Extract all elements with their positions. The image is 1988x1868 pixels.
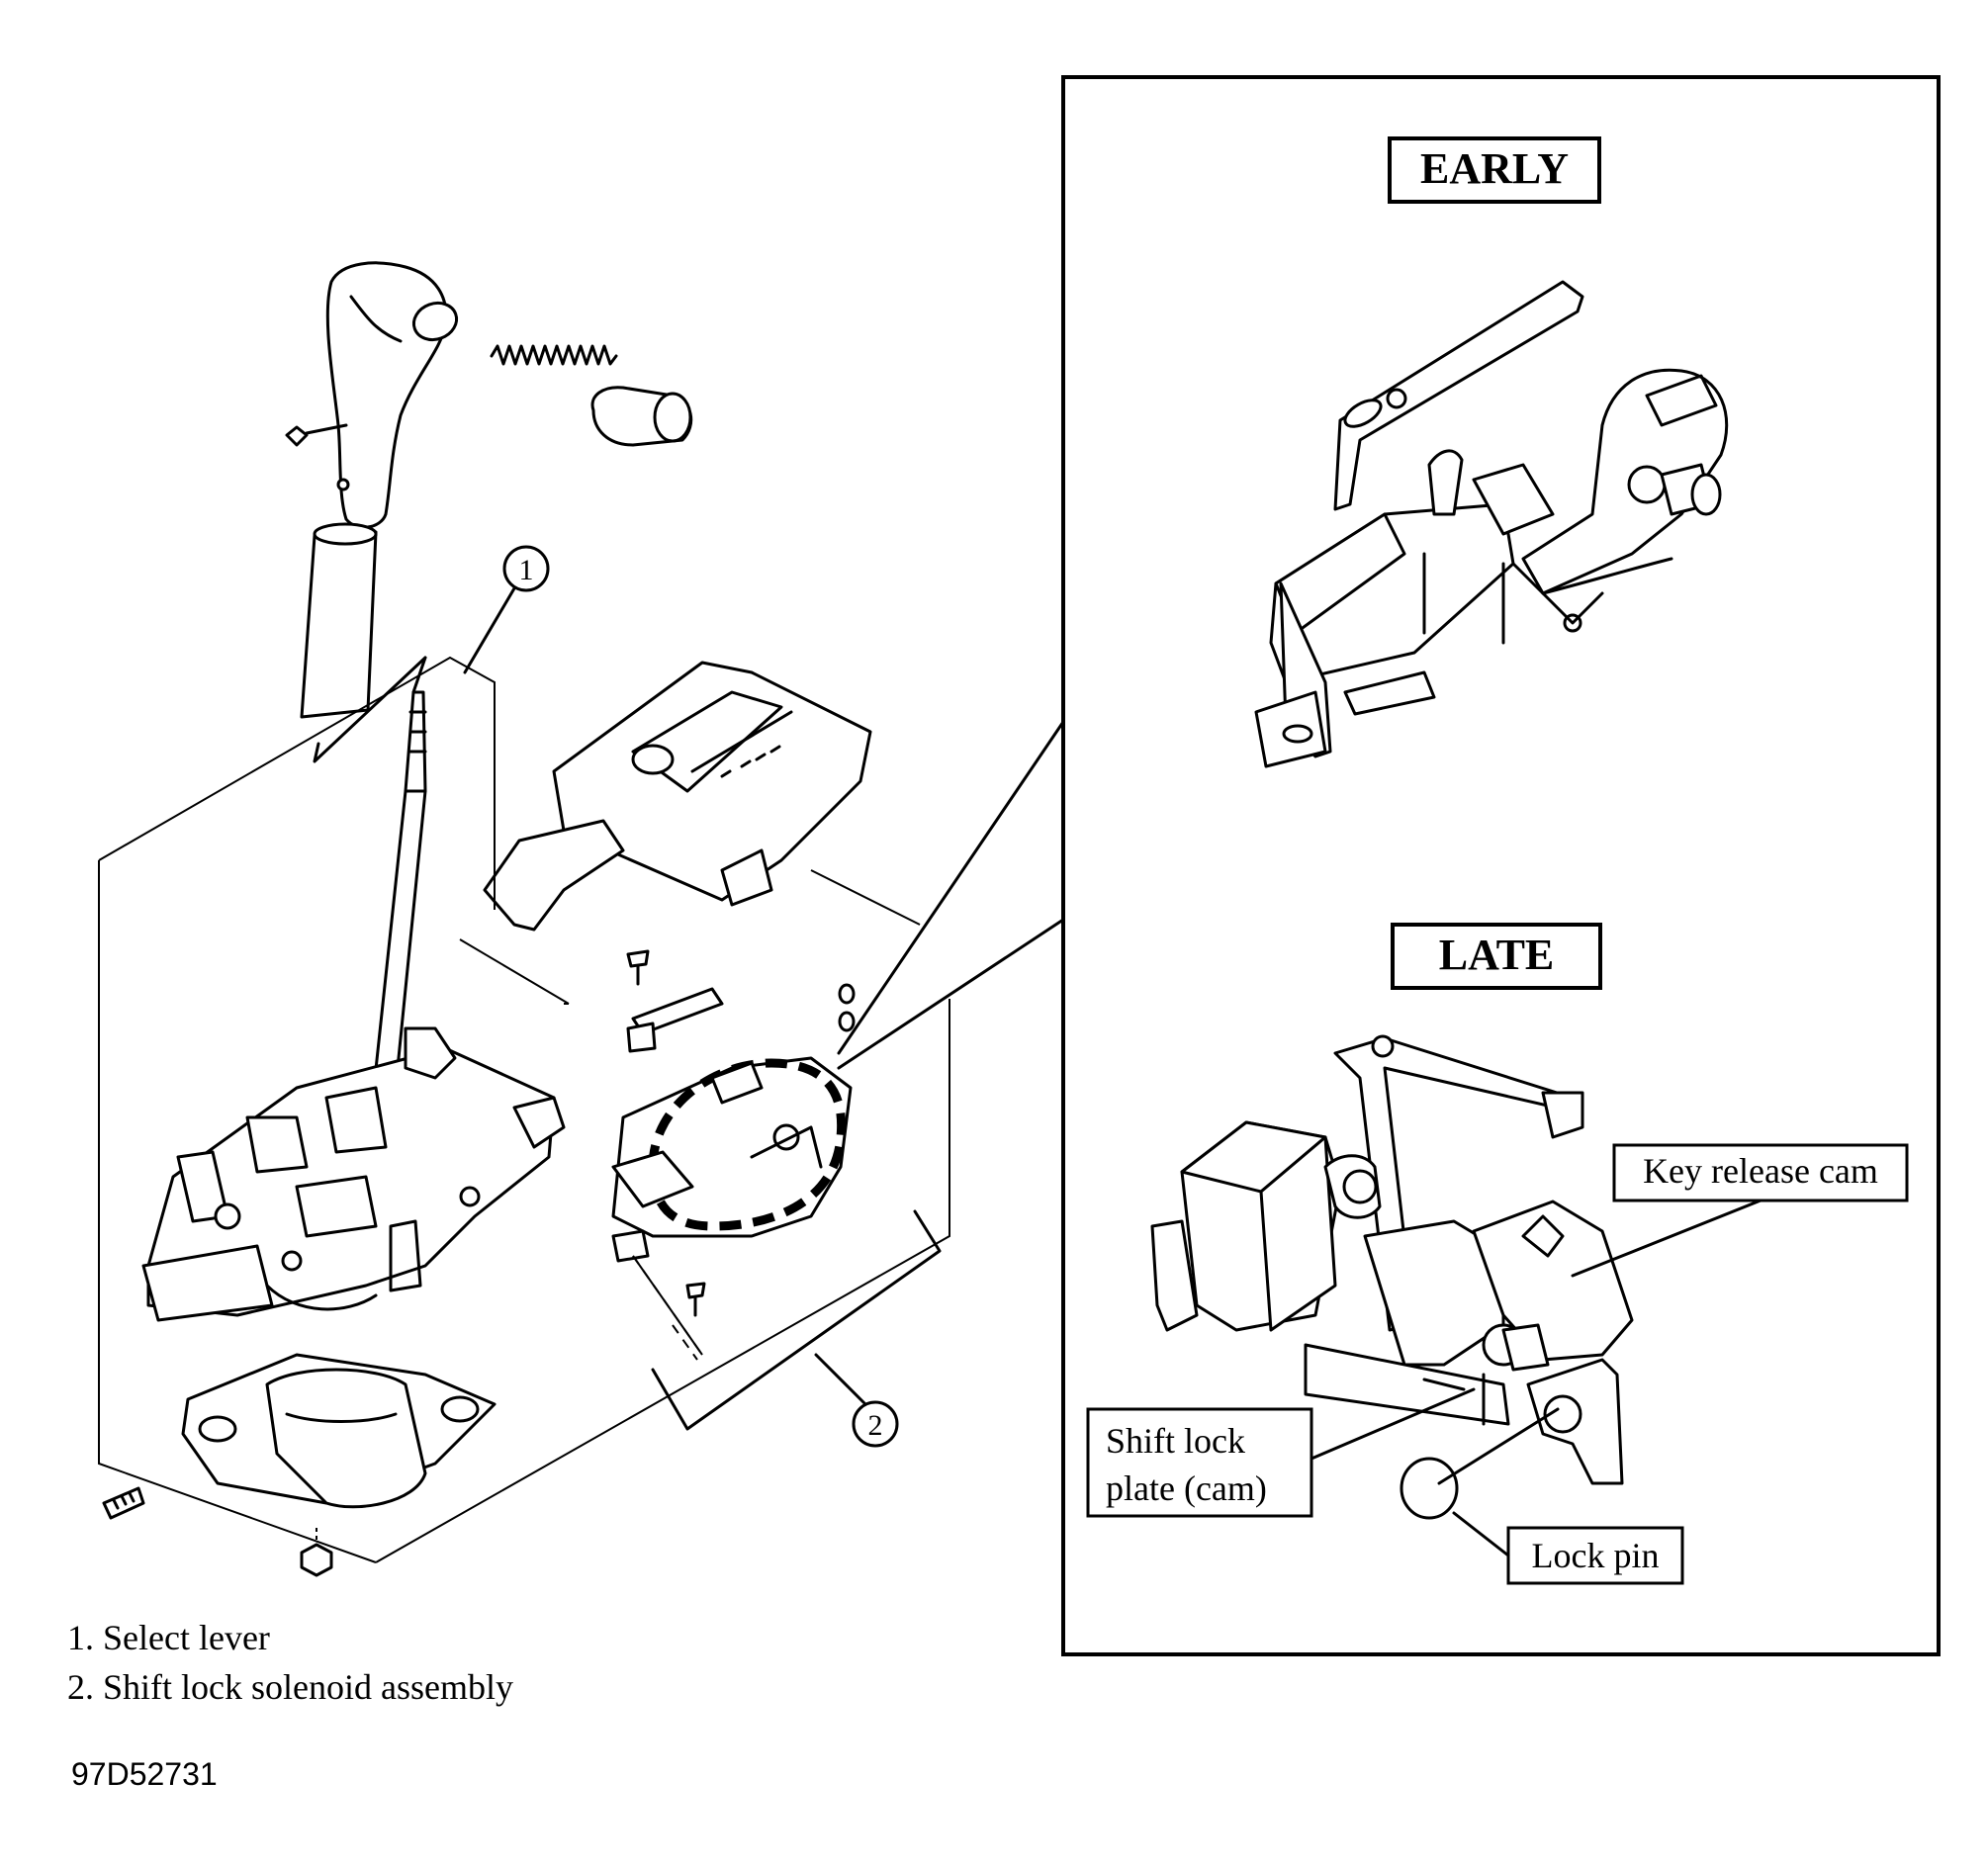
nut (300, 1528, 333, 1577)
callout-1: 1 (502, 545, 550, 592)
solenoid-assembly-exploded (611, 987, 853, 1263)
screws (626, 949, 856, 1317)
shifter-base-assembly (141, 1026, 566, 1322)
indicator-panel (483, 661, 872, 932)
push-button (590, 386, 693, 447)
label-key-release-cam: Key release cam (1571, 1143, 1909, 1278)
button-spring (490, 344, 618, 366)
callout-2-bracket (651, 1209, 942, 1431)
shifter-boot-gasket (181, 1353, 497, 1509)
set-screw (285, 423, 348, 447)
figure-code: 97D52731 (71, 1756, 218, 1792)
label-lock-pin: Lock pin (1452, 1511, 1684, 1585)
svg-text:plate (cam): plate (cam) (1106, 1468, 1267, 1508)
svg-text:Shift lock: Shift lock (1106, 1421, 1245, 1461)
shift-knob (325, 261, 459, 529)
inset-leader-lower (837, 918, 1065, 1070)
exploded-shifter-view: 1 2 (98, 261, 1065, 1577)
detail-inset: EARLY LATE (1061, 75, 1941, 1656)
exploded-frame-lines (98, 656, 950, 1563)
legend-item-1: 1. Select lever (67, 1618, 270, 1657)
clip (102, 1486, 145, 1520)
svg-text:Lock pin: Lock pin (1532, 1536, 1660, 1575)
lever-sleeve (300, 522, 378, 719)
legend: 1. Select lever 2. Shift lock solenoid a… (67, 1618, 513, 1707)
late-title-box: LATE (1391, 923, 1602, 990)
svg-text:Key release cam: Key release cam (1643, 1151, 1878, 1191)
early-title: EARLY (1420, 144, 1569, 193)
svg-text:2: 2 (868, 1409, 883, 1442)
early-solenoid-drawing (1254, 280, 1729, 768)
legend-item-2: 2. Shift lock solenoid assembly (67, 1667, 513, 1707)
late-solenoid-drawing (1150, 1034, 1634, 1520)
early-title-box: EARLY (1388, 136, 1601, 204)
callout-1-leader (463, 586, 516, 674)
svg-text:1: 1 (519, 554, 534, 586)
callout-2-leader (814, 1353, 867, 1406)
inset-frame (1061, 75, 1941, 1656)
label-shift-lock-plate: Shift lock plate (cam) (1086, 1387, 1476, 1518)
late-title: LATE (1439, 931, 1555, 979)
callout-2: 2 (852, 1400, 899, 1448)
inset-leader-upper (837, 720, 1065, 1055)
